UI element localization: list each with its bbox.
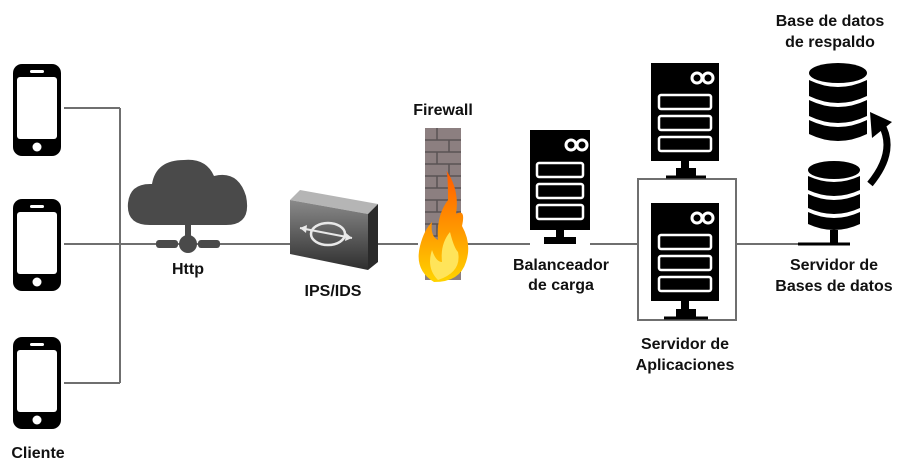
backup-database-icon	[809, 63, 867, 141]
app-server-label-line2: Aplicaciones	[636, 357, 735, 374]
db-server-label-line1: Servidor de	[790, 257, 878, 274]
load-balancer-label-line1: Balanceador	[513, 257, 609, 274]
app-bottom-connector	[676, 309, 696, 319]
curved-arrow-icon	[867, 112, 892, 187]
ips-ids-label: IPS/IDS	[305, 283, 362, 300]
smartphone-icon	[13, 199, 61, 291]
application-server-bottom-icon	[651, 203, 719, 311]
db-server-label-line2: Bases de datos	[775, 278, 892, 295]
database-stack-icon	[798, 161, 860, 246]
app-top-connector	[676, 168, 696, 178]
cloud-icon	[127, 159, 248, 253]
client-label: Cliente	[11, 445, 64, 462]
brick-wall-fire-icon	[418, 128, 469, 282]
application-server-top-icon	[651, 63, 719, 171]
smartphone-icon	[13, 337, 61, 429]
smartphone-icon	[13, 64, 61, 156]
client-phones	[13, 64, 61, 429]
http-label: Http	[172, 261, 204, 278]
firewall-label: Firewall	[413, 102, 473, 119]
app-server-label-line1: Servidor de	[641, 336, 729, 353]
load-balancer-server-icon	[530, 130, 590, 244]
ips-ids-appliance-icon	[290, 190, 378, 270]
load-balancer-label-line2: de carga	[528, 277, 594, 294]
backup-db-label-line2: de respaldo	[785, 34, 875, 51]
app-cluster-frame	[637, 178, 737, 321]
backup-db-label-line1: Base de datos	[776, 13, 885, 30]
